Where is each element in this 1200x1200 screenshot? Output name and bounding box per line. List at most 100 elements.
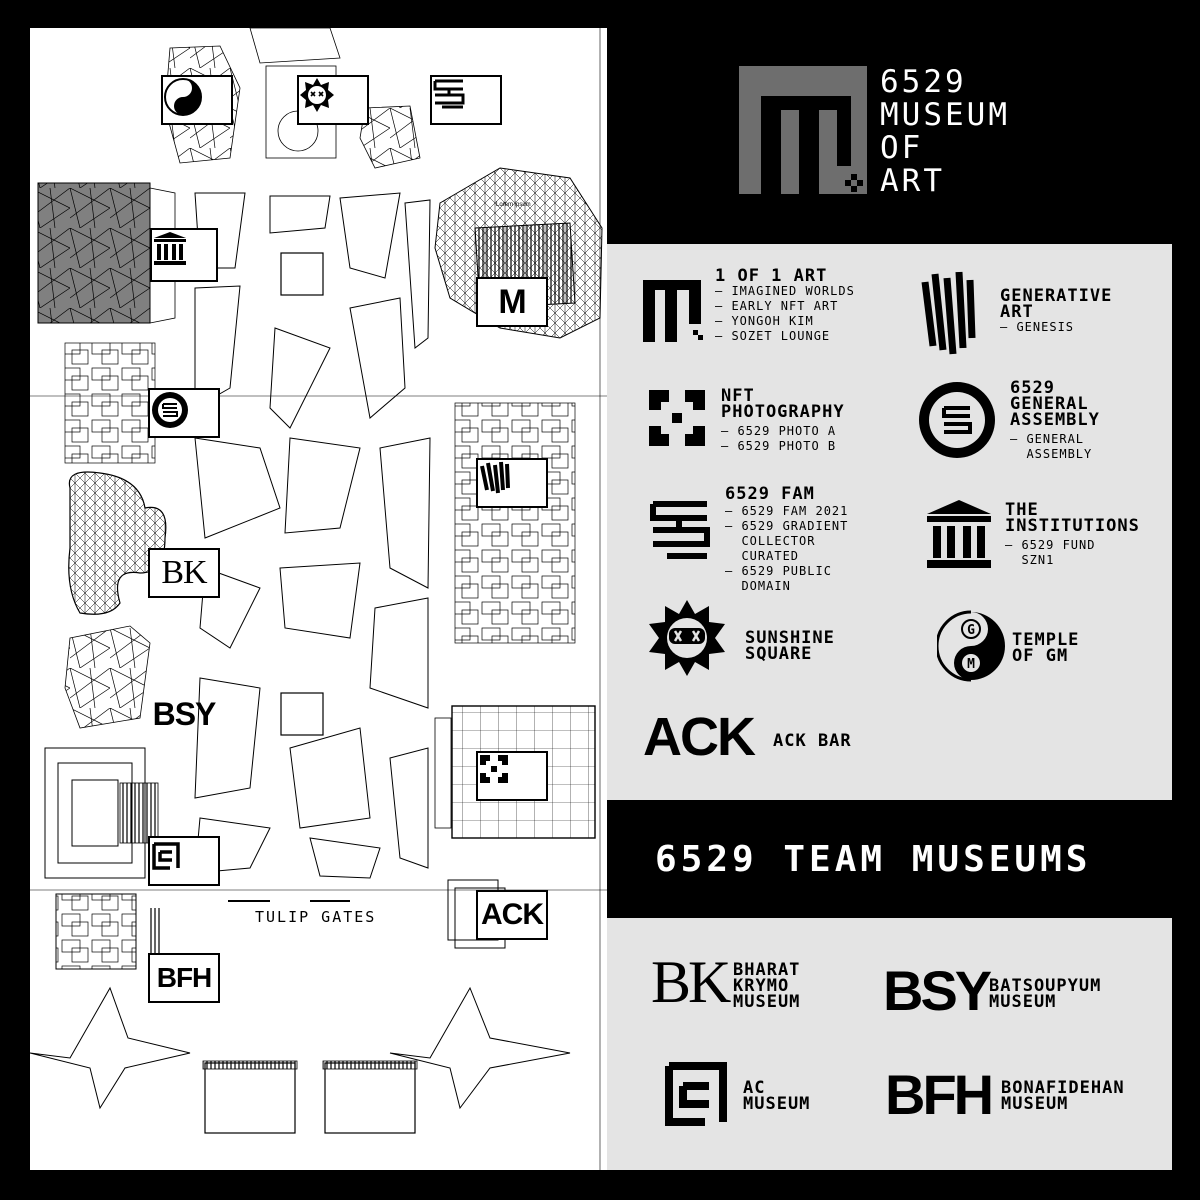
bfh-line: MUSEUM: [1001, 1094, 1069, 1114]
ac-museum-sign[interactable]: [148, 836, 220, 886]
sun-icon: [300, 78, 334, 112]
legend-institutions-text: THE INSTITUTIONS – 6529 FUND SZN1: [1005, 502, 1140, 568]
one-of-one-item: – YONGOH KIM: [715, 314, 814, 328]
ac-glyph-icon: [665, 1062, 727, 1126]
bk-line: MUSEUM: [733, 992, 801, 1012]
bsy-museum-label: BATSOUPYUM MUSEUM: [989, 978, 1101, 1011]
legend-fam[interactable]: [649, 498, 711, 568]
fam-title: 6529 FAM: [725, 484, 815, 504]
ac-logo[interactable]: [663, 1058, 733, 1132]
temple-yinyang-icon: G M: [935, 610, 1005, 682]
bsy-museum-sign[interactable]: BSY: [148, 691, 220, 737]
photography-item: – 6529 PHOTO A: [721, 424, 837, 438]
sunshine-title: SQUARE: [745, 644, 813, 664]
museum-title: 6529 MUSEUM OF ART: [880, 66, 1010, 198]
bfh-museum-sign[interactable]: BFH: [148, 953, 220, 1003]
bk-line: BHARAT: [733, 960, 801, 980]
ack-bar-label: ACK BAR: [773, 731, 852, 751]
legend-institutions[interactable]: [923, 498, 995, 574]
museum-m-icon: [643, 280, 703, 342]
generative-title: ART: [1000, 302, 1034, 322]
m-sign-letter: M: [498, 282, 526, 321]
legend-temple-text: TEMPLE OF GM: [1012, 630, 1080, 666]
legend-general-assembly[interactable]: [917, 380, 997, 464]
sunshine-title: SUNSHINE: [745, 628, 835, 648]
museum-map[interactable]: Lorem ipsum: [30, 28, 607, 1170]
museum-logo: [739, 66, 867, 194]
institutions-item: SZN1: [1005, 553, 1055, 567]
assembly-seal-icon: [152, 392, 188, 428]
assembly-item: ASSEMBLY: [1010, 447, 1093, 461]
ac-glyph-icon: [152, 842, 180, 870]
bfh-sign-text: BFH: [156, 962, 213, 993]
legend-temple[interactable]: G M: [935, 610, 1005, 686]
one-of-one-sign[interactable]: M: [476, 277, 548, 327]
assembly-seal-icon: [919, 382, 995, 458]
temple-m-letter: M: [967, 657, 975, 672]
ac-museum-label: AC MUSEUM: [743, 1078, 811, 1114]
title-line-3: OF: [880, 130, 924, 166]
legend-one-of-one[interactable]: [639, 276, 709, 350]
fam-item: DOMAIN: [725, 579, 791, 593]
ack-bar-sign[interactable]: ACK: [476, 890, 548, 940]
legend-sunshine[interactable]: [647, 598, 727, 682]
photography-sign[interactable]: [476, 751, 548, 801]
one-of-one-title: 1 OF 1 ART: [715, 266, 828, 286]
bk-museum-sign[interactable]: BK: [148, 548, 220, 598]
sunshine-sun-icon: [649, 600, 725, 676]
legend-panel: 1 OF 1 ART – IMAGINED WORLDS – EARLY NFT…: [607, 244, 1172, 800]
institutions-title: INSTITUTIONS: [1005, 516, 1140, 536]
ac-line: AC: [743, 1078, 766, 1098]
legend-photography-text: NFT PHOTOGRAPHY – 6529 PHOTO A – 6529 PH…: [721, 388, 845, 454]
fam-glyph-icon: [650, 501, 710, 559]
institutions-sign[interactable]: [150, 228, 218, 282]
photo-frame-icon: [649, 390, 705, 446]
fam-item: COLLECTOR: [725, 534, 816, 548]
institutions-item: – 6529 FUND: [1005, 538, 1096, 552]
fam-item: CURATED: [725, 549, 800, 563]
ack-sign-text: ACK: [481, 898, 544, 931]
fam-sign[interactable]: [430, 75, 502, 125]
museum-m-icon: [739, 66, 867, 194]
legend-fam-text: 6529 FAM – 6529 FAM 2021 – 6529 GRADIENT…: [725, 486, 848, 594]
one-of-one-item: – SOZET LOUNGE: [715, 329, 831, 343]
legend-generative-text: GENERATIVE ART – GENESIS: [1000, 288, 1112, 335]
one-of-one-item: – IMAGINED WORLDS: [715, 284, 855, 298]
fam-item: – 6529 FAM 2021: [725, 504, 849, 518]
general-assembly-sign[interactable]: [148, 388, 220, 438]
legend-generative[interactable]: [919, 268, 979, 360]
legend-photography[interactable]: [647, 388, 707, 452]
institutions-title: THE: [1005, 500, 1039, 520]
title-line-4: ART: [880, 163, 945, 199]
tulip-gates-label: TULIP GATES: [255, 908, 377, 926]
legend-one-of-one-text: 1 OF 1 ART – IMAGINED WORLDS – EARLY NFT…: [715, 268, 855, 344]
bsy-logo[interactable]: BSY: [883, 959, 992, 1022]
generative-art-sign[interactable]: [476, 458, 548, 508]
legend-general-assembly-text: 6529 GENERAL ASSEMBLY – GENERAL ASSEMBLY: [1010, 380, 1100, 462]
generative-title: GENERATIVE: [1000, 286, 1113, 306]
generative-item: – GENESIS: [1000, 320, 1075, 334]
one-of-one-item: – EARLY NFT ART: [715, 299, 839, 313]
assembly-title: GENERAL: [1010, 394, 1089, 414]
fam-glyph-icon: [433, 79, 465, 109]
team-museums-banner: 6529 TEAM MUSEUMS: [607, 803, 1172, 915]
bfh-logo[interactable]: BFH: [885, 1063, 994, 1126]
photography-item: – 6529 PHOTO B: [721, 439, 837, 453]
assembly-item: – GENERAL: [1010, 432, 1085, 446]
map-drawing: Lorem ipsum: [30, 28, 607, 1170]
temple-title: OF GM: [1012, 646, 1069, 666]
bk-logo[interactable]: BK: [651, 949, 731, 1015]
ack-logo[interactable]: ACK: [643, 707, 756, 767]
title-line-1: 6529: [880, 64, 967, 100]
bk-sign-text: BK: [161, 554, 207, 591]
temple-title: TEMPLE: [1012, 630, 1080, 650]
bsy-sign-text: BSY: [152, 695, 217, 732]
ac-line: MUSEUM: [743, 1094, 811, 1114]
temple-gm-sign[interactable]: [161, 75, 233, 125]
institution-building-icon: [927, 500, 991, 568]
assembly-title: 6529: [1010, 378, 1055, 398]
fam-item: – 6529 GRADIENT: [725, 519, 849, 533]
sunshine-square-sign[interactable]: [297, 75, 369, 125]
title-line-2: MUSEUM: [880, 97, 1010, 133]
institution-building-icon: [154, 232, 186, 265]
